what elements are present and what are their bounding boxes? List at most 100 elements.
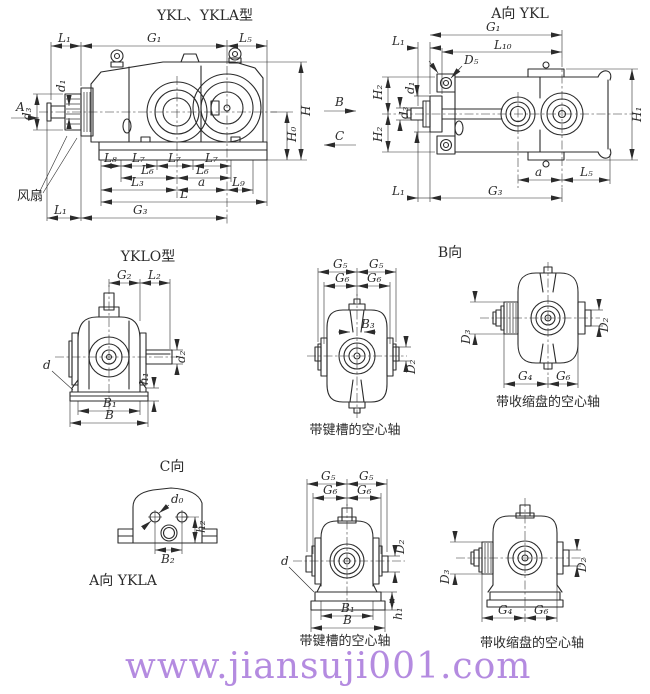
b-view-keyway-drawing: G₅ G₅ G₆ G₆ B₃ D₂ [307,257,418,418]
dim-g5-right-label: G₅ [369,257,384,271]
housing [517,266,592,370]
input-shaft [406,95,443,133]
dim-l3-label: L₃ [130,175,144,189]
title-b-view: B向 [437,245,463,261]
dim-l1-top-label: L₁ [57,31,71,45]
housing-plan [436,61,612,168]
dim-h1-label: h₁ [391,607,405,620]
shrink-disk [492,301,519,335]
dim-g3-label: G₃ [488,184,503,198]
dim-d2-label: D₂ [575,557,589,573]
dim-b2-label: B₂ [160,552,175,566]
dim-h1-label: H₁ [630,107,644,123]
view-arrow-b-label: B [334,95,344,109]
housing [90,61,268,161]
dimensions: G₂ L₂ d d₂ h₁ B₁ B [43,268,188,427]
title-c-view: C向 [159,459,185,475]
title-yklo: YKLO型 [120,249,176,265]
dim-g6-left-label: G₆ [335,271,350,285]
lifting-eye-bolts [110,47,242,68]
bottom-shrink-disk-drawing: D₃ D₂ G₄ G₆ [438,498,589,622]
dim-d2-label: D₂ [404,359,418,375]
shrink-disk [470,541,494,575]
dim-g6-left-label: G₆ [323,483,338,497]
dim-d-label: d [281,554,289,568]
hollow-shaft-left [305,555,313,573]
side-view-drawing: A 风扇 L₁ G₁ L₅ d₃ d₁ H H₀ [11,31,313,224]
view-arrow-a-label: A [15,100,25,114]
dim-l2-label: L₂ [147,268,161,282]
dim-l10-label: L₁₀ [493,38,512,52]
dim-l1-bottom-label: L₁ [391,184,405,198]
dim-g5-left-label: G₅ [321,469,336,483]
dim-d0-label: d₀ [171,492,184,506]
centerlines [382,58,634,188]
caption-shrink-disk-hollow-shaft-mid: 带收缩盘的空心轴 [495,395,600,410]
housing [305,507,389,611]
title-side-view: YKL、YKLA型 [156,8,254,24]
dim-g1-label: G₁ [147,31,161,45]
centerlines [39,66,277,224]
centerlines [456,498,585,614]
dimensions: D₃ D₂ G₄ G₆ [438,531,589,622]
b-view-shrink-disk-drawing: D₃ D₂ G₄ G₆ [459,262,611,388]
dim-l9-label: L₉ [231,175,245,189]
dim-h1-label: h₁ [137,372,151,385]
title-a-view-ykl: A向 YKL [491,6,549,22]
input-shaft-fan [46,87,94,137]
dimensions: G₅ G₅ G₆ G₆ d D₂ h₁ B₁ B [281,469,407,632]
dim-d1-label: d₁ [54,80,68,93]
caption-keyway-hollow-shaft-bottom: 带键槽的空心轴 [299,634,391,649]
dim-g5-right-label: G₅ [359,469,374,483]
dim-g4-label: G₄ [498,603,513,617]
dim-d3-label: D₃ [438,569,452,585]
dimensions: G₅ G₅ G₆ G₆ B₃ D₂ [317,257,418,375]
centerlines [293,504,405,618]
gear-bosses [146,73,262,143]
dim-h2-label: h₂ [194,520,208,533]
dim-a-label: a [535,165,542,179]
dim-g6-label: G₆ [534,603,549,617]
dim-d1-label: d₁ [403,82,417,95]
a-view-drawing: B C H₂ H₂ d₃ d₁ L₁ G₁ L₁₀ [324,20,644,202]
dim-h-label: H [299,105,313,117]
dim-d2-label: d₂ [174,350,188,363]
dim-l1-bottom-label: L₁ [53,203,67,217]
dim-g4-label: G₄ [518,369,533,383]
watermark: www.jiansuji001.com [125,646,532,687]
dim-d3-label: D₃ [459,329,473,345]
fan-callout: 风扇 [17,135,78,204]
hollow-shaft-right [392,346,400,362]
fan-label: 风扇 [17,188,43,204]
dim-b-label: B [104,408,114,422]
dim-l1-top-label: L₁ [391,34,405,48]
hollow-shaft-right [562,549,570,567]
dim-g2-label: G₂ [117,268,132,282]
caption-shrink-disk-hollow-shaft-bottom: 带收缩盘的空心轴 [479,636,584,651]
dim-l-label: L [179,187,188,201]
dim-b-label: B [342,613,352,627]
title-a-view-ykla: A向 YKLA [89,573,157,589]
hollow-shaft-right [584,309,592,327]
dim-g5-left-label: G₅ [333,257,348,271]
dim-d2-label: D₂ [597,317,611,333]
dim-l7-label-1: L₇ [131,151,145,165]
centerlines [55,285,183,413]
dim-b3-label: B₃ [360,317,375,331]
dim-d-label: d [43,358,51,372]
view-arrow-a: A [11,100,39,121]
dim-d3-label: d₃ [20,107,34,120]
dim-g6-label: G₆ [556,369,571,383]
dimensions: H₂ H₂ d₃ d₁ L₁ G₁ L₁₀ D₅ H₁ [371,20,644,202]
dim-l8-label: L₈ [103,151,117,165]
view-arrow-b: B [324,95,356,114]
dimensions: D₃ D₂ G₄ G₆ [459,291,611,388]
view-arrow-c-label: C [335,129,344,143]
breather-plug [180,53,200,63]
hollow-shaft-left [314,346,322,362]
dim-h2-top-label: H₂ [371,85,385,101]
dim-l6-label-1: L₆ [140,163,154,177]
centerlines [480,262,600,377]
dim-l7-label-3: L₇ [204,151,218,165]
